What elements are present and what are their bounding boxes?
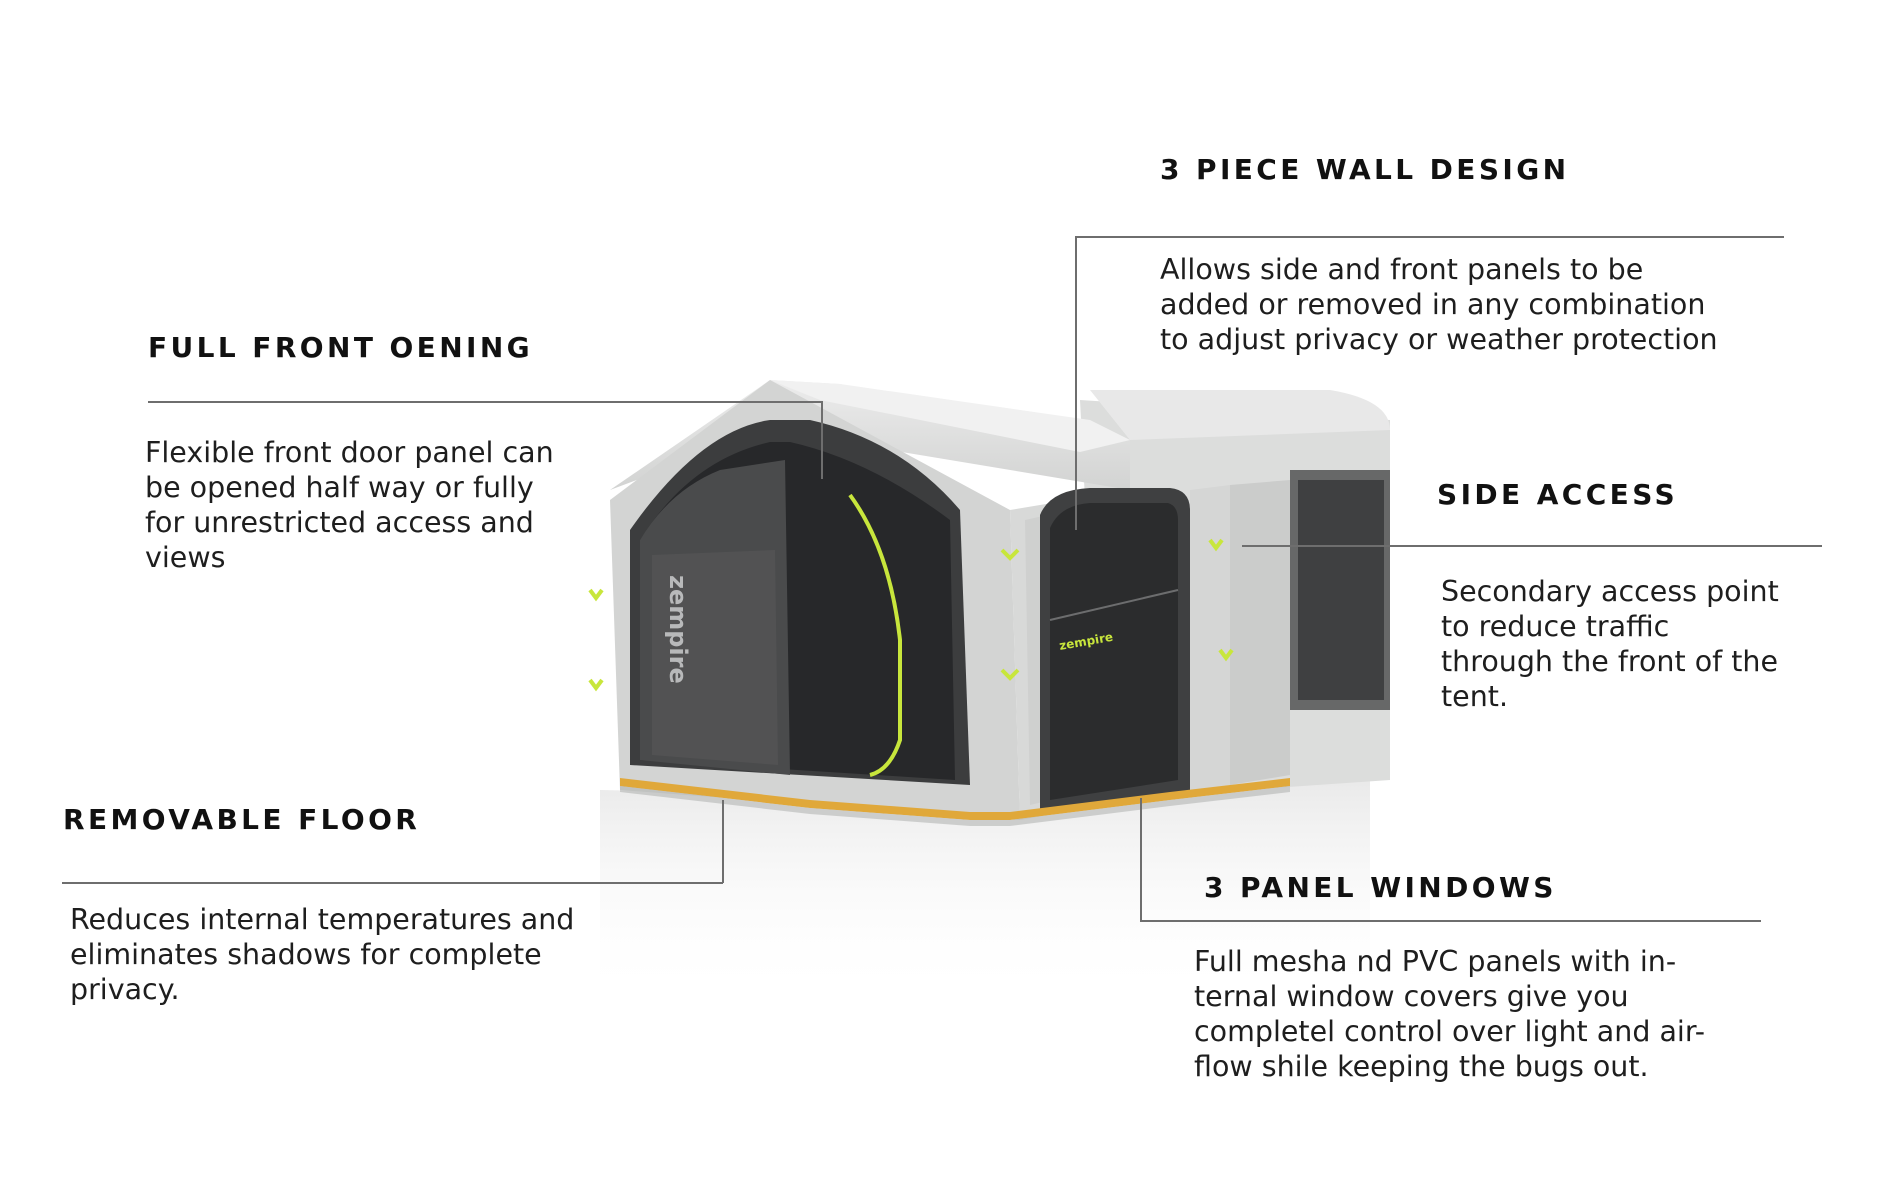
wall-design-description: Allows side and front panels to be added… <box>1160 252 1718 357</box>
door-logo-text: zempire <box>664 575 692 684</box>
description-line: completel control over light and air- <box>1194 1015 1706 1048</box>
removable-floor-heading: REMOVABLE FLOOR <box>63 803 421 836</box>
description-line: through the front of the <box>1441 645 1779 678</box>
front-opening-description: Flexible front door panel can be opened … <box>145 435 554 575</box>
side-access-heading: SIDE ACCESS <box>1437 478 1679 511</box>
wall-design-connector-h <box>1075 236 1784 238</box>
panel-windows-description: Full mesha nd PVC panels with in- ternal… <box>1194 944 1705 1084</box>
side-access-description: Secondary access point to reduce traffic… <box>1441 574 1779 714</box>
description-line: Full mesha nd PVC panels with in- <box>1194 945 1677 978</box>
description-line: Reduces internal temperatures and <box>70 903 575 936</box>
description-line: added or removed in any combination <box>1160 288 1706 321</box>
description-line: privacy. <box>70 973 180 1006</box>
description-line: tent. <box>1441 680 1509 713</box>
panel-windows-heading: 3 PANEL WINDOWS <box>1204 871 1557 904</box>
description-line: views <box>145 541 226 574</box>
description-line: be opened half way or fully <box>145 471 534 504</box>
front-opening-connector-h <box>148 401 822 403</box>
side-access-connector-h <box>1242 545 1822 547</box>
removable-floor-connector-h <box>62 882 723 884</box>
description-line: to adjust privacy or weather protection <box>1160 323 1718 356</box>
description-line: eliminates shadows for complete <box>70 938 542 971</box>
description-line: flow shile keeping the bugs out. <box>1194 1050 1649 1083</box>
removable-floor-description: Reduces internal temperatures and elimin… <box>70 902 574 1007</box>
description-line: for unrestricted access and <box>145 506 534 539</box>
description-line: to reduce traffic <box>1441 610 1670 643</box>
removable-floor-connector-v <box>722 800 724 883</box>
tent-product-image: zempire zempire <box>588 380 1390 1000</box>
description-line: Allows side and front panels to be <box>1160 253 1644 286</box>
description-line: ternal window covers give you <box>1194 980 1629 1013</box>
panel-windows-connector-h <box>1140 920 1761 922</box>
front-opening-connector-v <box>821 401 823 479</box>
wall-design-heading: 3 PIECE WALL DESIGN <box>1160 153 1570 186</box>
panel-windows-connector-v <box>1140 798 1142 921</box>
description-line: Secondary access point <box>1441 575 1779 608</box>
front-opening-heading: FULL FRONT OENING <box>148 331 534 364</box>
wall-design-connector-v <box>1075 236 1077 530</box>
description-line: Flexible front door panel can <box>145 436 554 469</box>
